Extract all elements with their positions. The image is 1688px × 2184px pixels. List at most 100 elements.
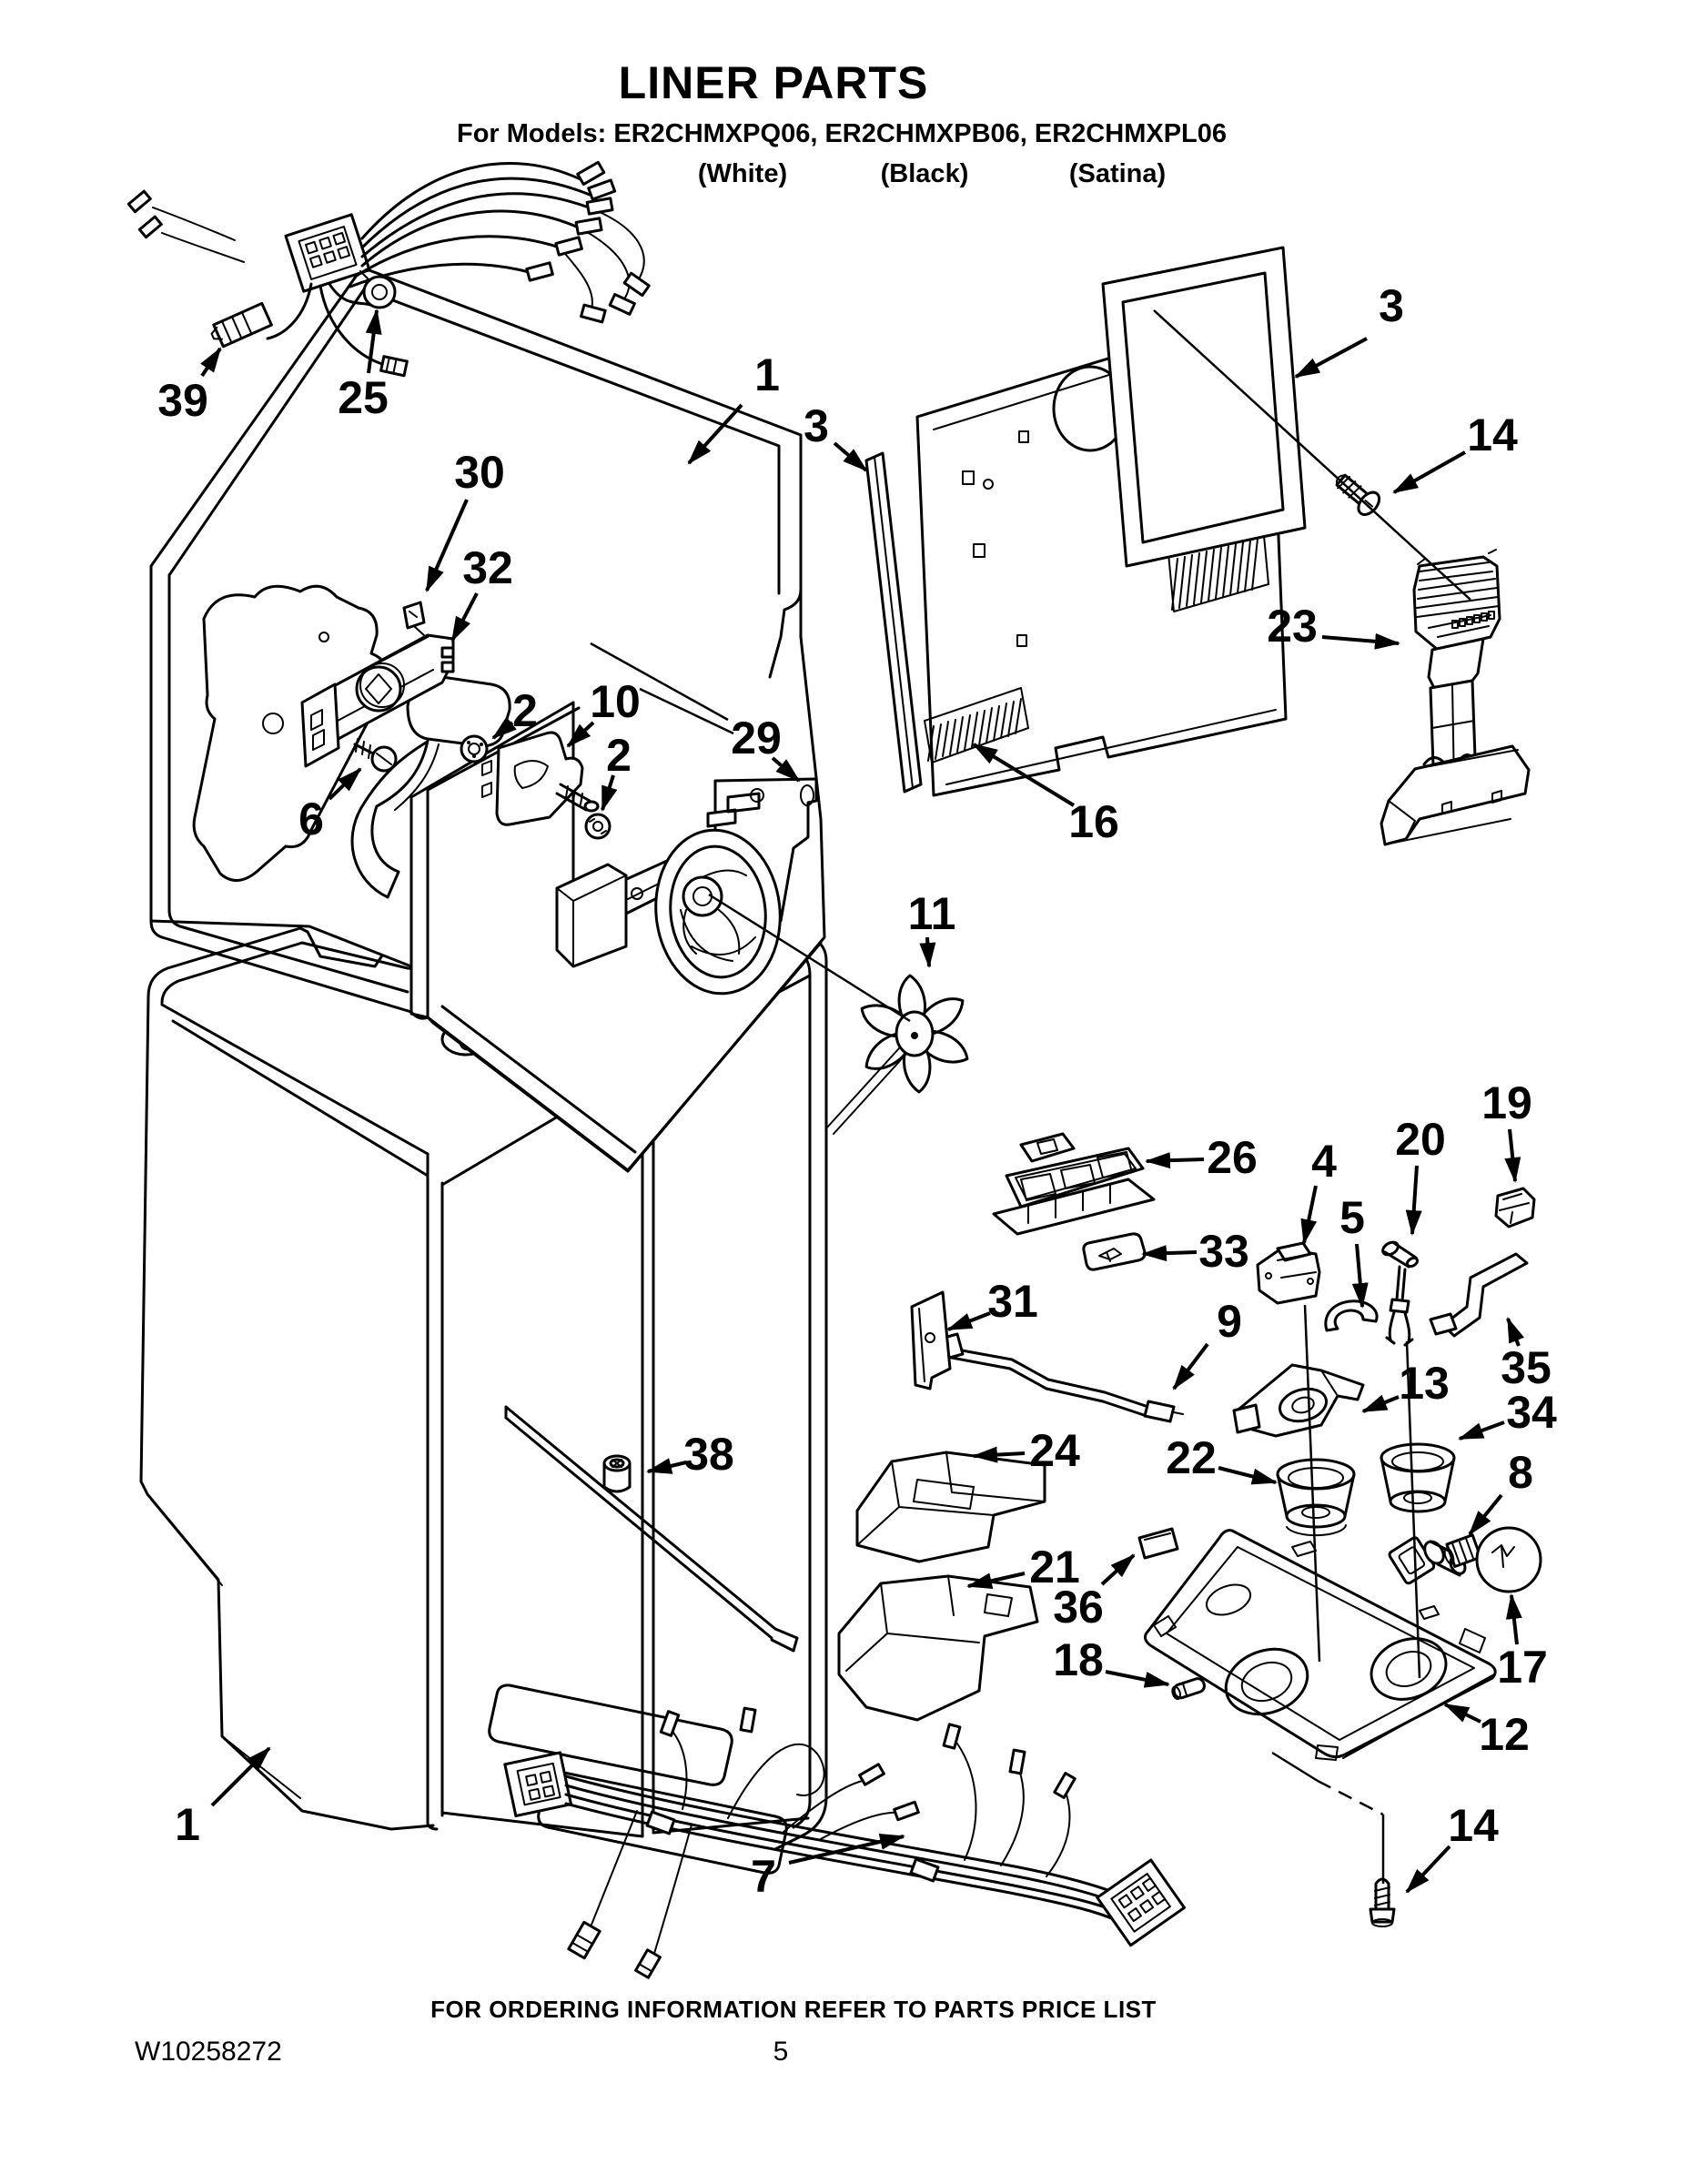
callout-7-arrow — [788, 1834, 905, 1865]
round-connector-25 — [359, 270, 397, 309]
callout-16-label: 16 — [1068, 796, 1119, 847]
grommet-2-right — [584, 813, 612, 840]
evaporator-fan-blade-11 — [825, 974, 969, 1135]
pin-18 — [1171, 1677, 1206, 1701]
fan-assembly-axis — [708, 893, 911, 1023]
callout-33-arrow — [1141, 1245, 1198, 1262]
clip-5 — [1324, 1299, 1379, 1332]
callout-1: 1 — [175, 1746, 271, 1850]
callout-16-arrow — [972, 743, 1076, 807]
shield-cup-34 — [1380, 1442, 1456, 1513]
callout-1: 1 — [687, 349, 780, 465]
bracket-35 — [1429, 1252, 1529, 1338]
callout-25-arrow — [365, 308, 382, 374]
callout-33-label: 33 — [1198, 1226, 1249, 1277]
pan-to-screw-a — [1271, 1751, 1319, 1783]
pan-to-screw-b — [1317, 1779, 1384, 1816]
air-duct-24 — [855, 1451, 1046, 1563]
page-number: 5 — [773, 2037, 789, 2067]
leader-lines — [590, 309, 1471, 1884]
clip-30 — [402, 601, 427, 638]
callout-3-arrow — [1294, 337, 1368, 379]
thermostat-switch-10 — [481, 731, 600, 826]
upper-liner — [149, 266, 826, 1173]
callout-17-arrow — [1505, 1593, 1522, 1645]
callout-30: 30 — [425, 447, 505, 592]
callout-32-label: 32 — [462, 542, 513, 593]
callout-32: 32 — [450, 542, 513, 642]
callout-22: 22 — [1166, 1432, 1278, 1485]
callout-9-label: 9 — [1217, 1296, 1242, 1347]
harness-plug-39 — [210, 301, 273, 349]
callout-18: 18 — [1053, 1634, 1170, 1688]
finish-satina-label: (Satina) — [1068, 159, 1167, 188]
callout-26: 26 — [1145, 1132, 1258, 1183]
callout-14-arrow — [1392, 450, 1466, 494]
shelf-rail — [504, 1405, 799, 1653]
callout-17: 17 — [1497, 1593, 1548, 1693]
callout-10: 10 — [566, 676, 641, 748]
callout-30-label: 30 — [454, 447, 505, 498]
callout-29-label: 29 — [731, 713, 782, 763]
callout-6-label: 6 — [298, 794, 324, 844]
callout-2-arrow — [491, 716, 517, 740]
callout-10-arrow — [566, 721, 595, 748]
callout-16: 16 — [972, 743, 1119, 847]
screw-14-top — [1335, 473, 1381, 516]
callout-14: 14 — [1405, 1800, 1499, 1894]
shield-cup-22 — [1276, 1458, 1356, 1537]
callout-38-arrow — [646, 1458, 687, 1474]
callout-21: 21 — [966, 1542, 1080, 1592]
callout-14-label: 14 — [1467, 410, 1518, 460]
control-housing-23 — [1380, 549, 1531, 846]
callout-4: 4 — [1300, 1136, 1337, 1245]
screw-14-bottom — [1369, 1877, 1396, 1927]
callout-36-label: 36 — [1053, 1582, 1104, 1633]
light-bulb-17 — [1443, 1526, 1542, 1593]
callout-21-arrow — [966, 1572, 1026, 1590]
callout-6: 6 — [298, 767, 362, 844]
callout-36-arrow — [1100, 1553, 1136, 1586]
callout-5-label: 5 — [1339, 1192, 1365, 1243]
wire-harness-top — [126, 160, 651, 378]
callout-19-label: 19 — [1481, 1077, 1532, 1128]
finish-white-label: (White) — [697, 159, 788, 188]
callout-14-arrow — [1405, 1845, 1451, 1894]
callout-26-label: 26 — [1207, 1132, 1258, 1183]
callout-13-label: 13 — [1399, 1358, 1450, 1409]
callout-39: 39 — [157, 347, 222, 426]
callout-4-label: 4 — [1311, 1136, 1337, 1187]
callout-8-arrow — [1468, 1493, 1503, 1536]
models-line: For Models: ER2CHMXPQ06, ER2CHMXPB06, ER… — [456, 119, 1228, 148]
screw14-top-axis — [1153, 309, 1471, 601]
callout-2-label: 2 — [606, 730, 632, 781]
callout-32-arrow — [450, 592, 479, 642]
callout-21-label: 21 — [1029, 1542, 1080, 1592]
callout-19: 19 — [1481, 1077, 1532, 1183]
callout-9: 9 — [1172, 1296, 1242, 1390]
callout-12-label: 12 — [1479, 1709, 1530, 1760]
callout-7-label: 7 — [751, 1851, 776, 1902]
callout-29-arrow — [771, 756, 801, 783]
callout-14-label: 14 — [1448, 1800, 1499, 1851]
callout-36: 36 — [1053, 1553, 1136, 1633]
callout-38-label: 38 — [683, 1429, 734, 1480]
callout-13: 13 — [1361, 1358, 1450, 1413]
callout-24-arrow — [972, 1446, 1026, 1463]
callout-24-label: 24 — [1029, 1425, 1080, 1476]
callout-33: 33 — [1141, 1226, 1249, 1277]
panel-frame-trim-3 — [1101, 246, 1307, 568]
callout-30-arrow — [425, 499, 469, 592]
callout-8: 8 — [1468, 1447, 1533, 1536]
callout-5: 5 — [1339, 1192, 1369, 1309]
callout-25-label: 25 — [338, 372, 389, 423]
callout-5-arrow — [1351, 1243, 1369, 1309]
wire-harness-bottom — [503, 1706, 1186, 1979]
screw-6 — [353, 738, 398, 773]
callout-4-arrow — [1300, 1185, 1318, 1245]
lamp-socket-8 — [1388, 1536, 1467, 1585]
callout-11: 11 — [908, 888, 955, 968]
callout-13-arrow — [1361, 1394, 1400, 1413]
roller-stud-38 — [602, 1454, 632, 1493]
